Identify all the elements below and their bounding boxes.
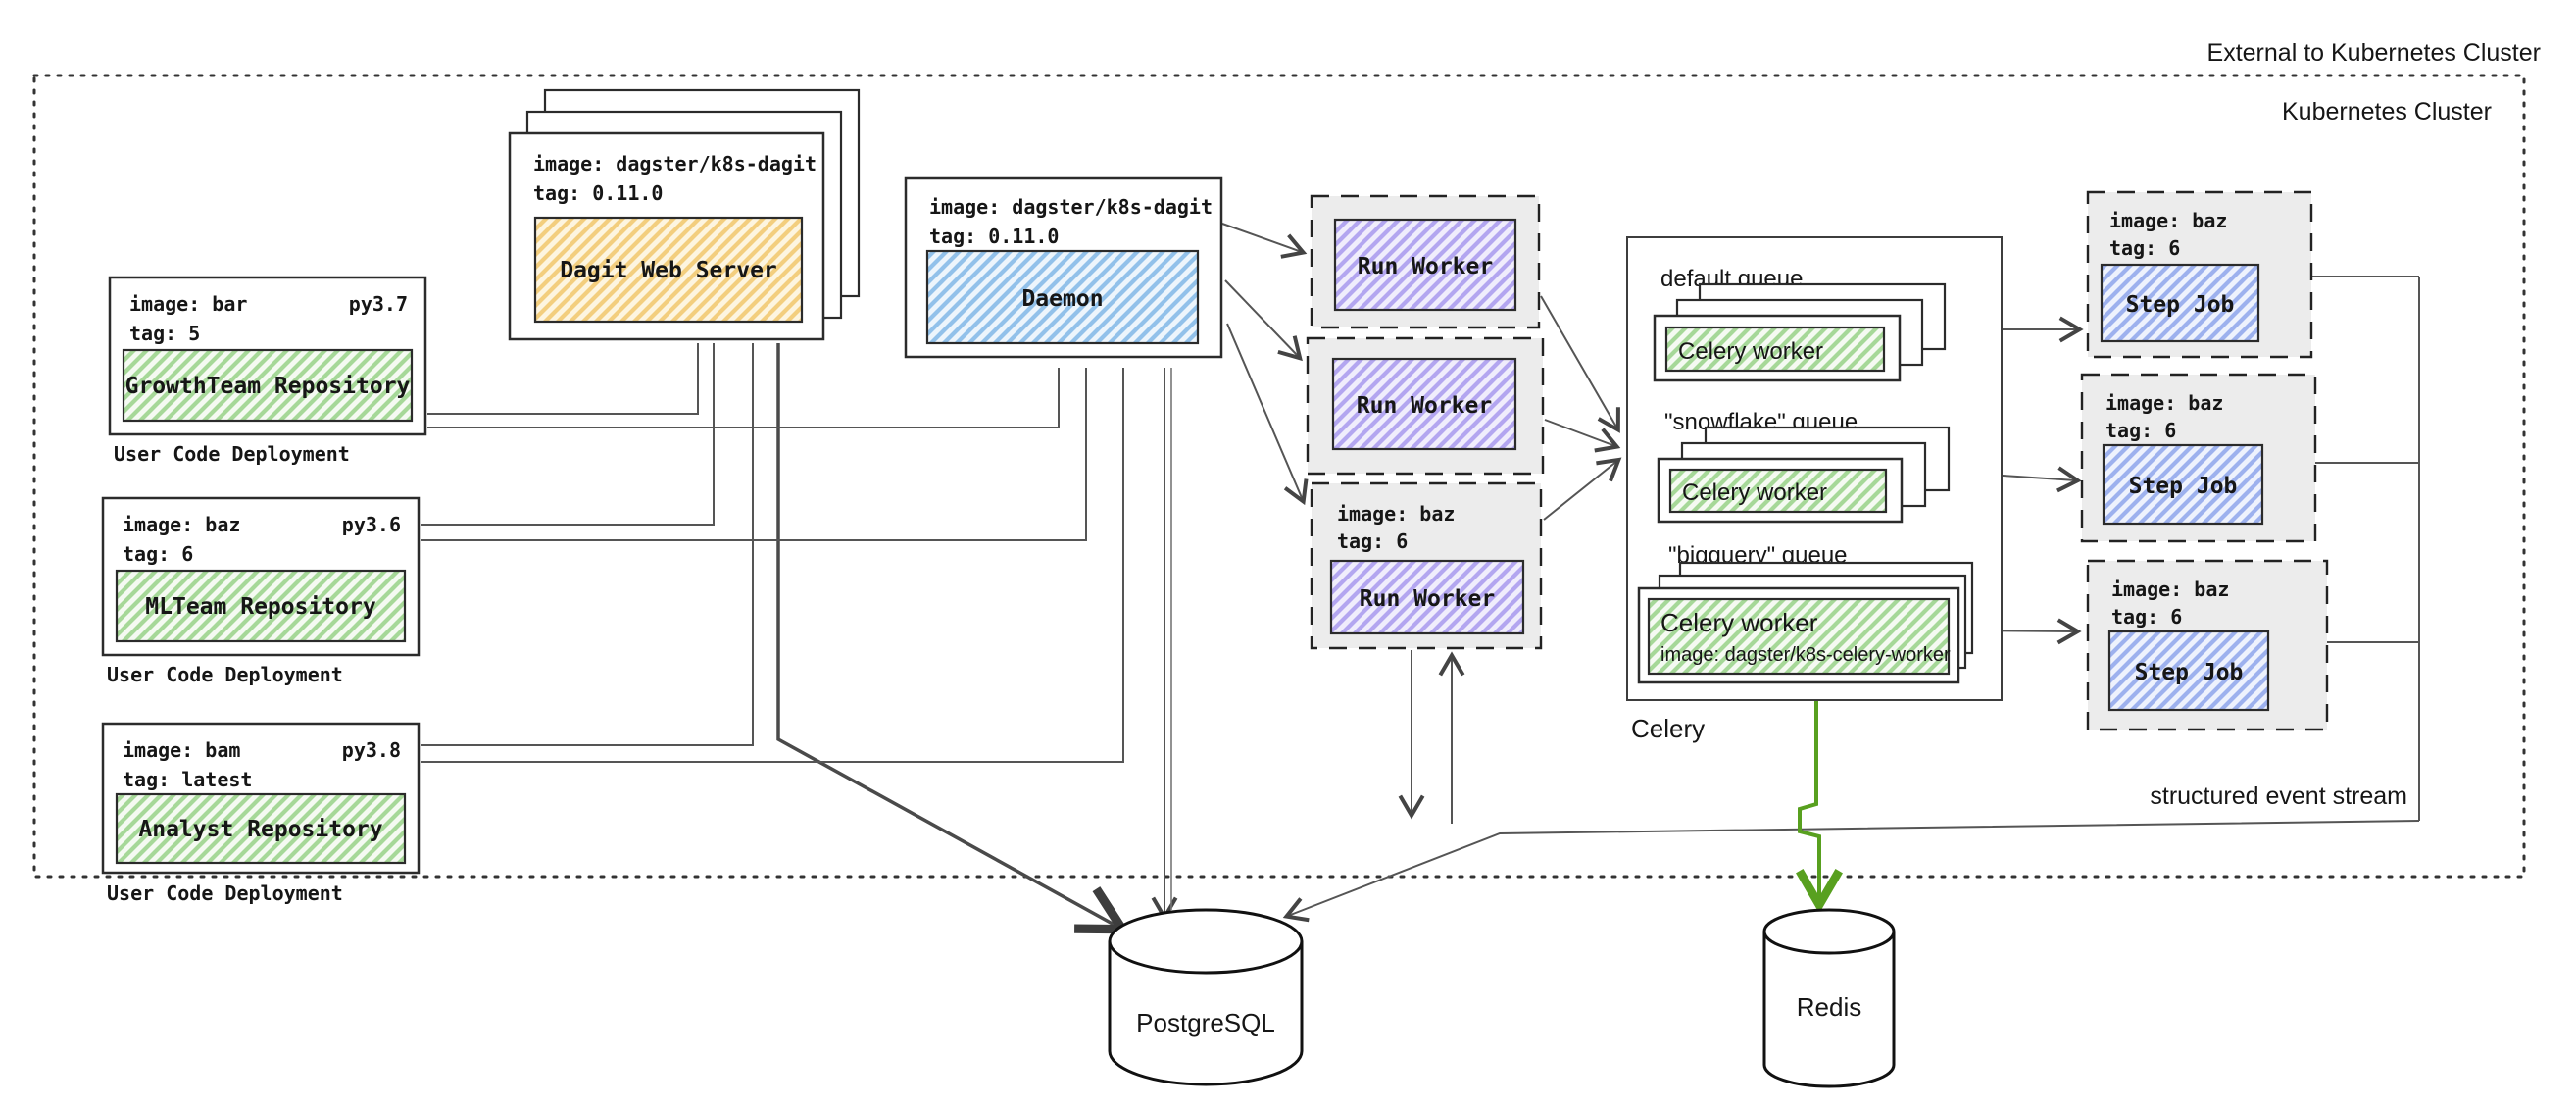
step-job-image: image: baz	[2111, 578, 2229, 601]
cylinder-body	[1762, 932, 1896, 1088]
celery-worker-box	[1664, 326, 1886, 373]
deployment-tag: tag: 6	[123, 542, 193, 566]
step-job-tag: tag: 6	[2109, 236, 2180, 260]
daemon-tag: tag: 0.11.0	[929, 225, 1059, 248]
arrow-daemon-runworker-2	[1224, 279, 1303, 362]
deployment-python: py3.7	[349, 292, 408, 316]
connector-event-stream-postgres	[1282, 820, 2420, 923]
dagit-image: image: dagster/k8s-dagit	[533, 152, 817, 176]
deployment-caption: User Code Deployment	[107, 881, 343, 905]
kubernetes-cluster-label: Kubernetes Cluster	[2282, 98, 2492, 126]
redis-cylinder: Redis	[1762, 908, 1896, 1088]
repository-name: GrowthTeam Repository	[125, 374, 411, 399]
deployment-image: image: bam	[123, 738, 240, 762]
connector-dagit-growthteam	[427, 343, 699, 415]
arrow-runworker3-celery	[1543, 457, 1622, 521]
step-job-box	[2102, 443, 2264, 526]
daemon-label: Daemon	[1021, 286, 1103, 312]
connector-dagit-mlteam	[421, 343, 715, 526]
event-stream-label: structured event stream	[2150, 782, 2407, 810]
step-job-tag: tag: 6	[2111, 605, 2182, 629]
repository-name: MLTeam Repository	[145, 594, 376, 620]
connectors	[421, 223, 2420, 934]
arrow-daemon-runworker-3	[1226, 323, 1309, 506]
step-job-box	[2100, 263, 2260, 343]
celery-worker-label: Celery worker	[1682, 479, 1827, 506]
postgres-cylinder: PostgreSQL	[1108, 908, 1304, 1086]
step-job-label: Step Job	[2135, 660, 2244, 685]
run-worker-image: image: baz	[1337, 502, 1455, 526]
deployment-caption: User Code Deployment	[114, 442, 350, 466]
dagit-label: Dagit Web Server	[560, 258, 777, 283]
redis-label: Redis	[1797, 992, 1861, 1022]
user-code-deployment-2: image: baz py3.6 tag: 6 MLTeam Repositor…	[101, 496, 421, 686]
celery-worker-stack-default: Celery worker	[1653, 282, 1947, 382]
run-worker-tag: tag: 6	[1337, 529, 1408, 553]
dagit-inner-box	[533, 216, 804, 324]
repository-box	[115, 792, 407, 865]
celery-worker-label: Celery worker	[1678, 338, 1823, 365]
arrow-daemon-runworker-1	[1221, 223, 1308, 259]
postgres-label: PostgreSQL	[1136, 1008, 1275, 1037]
deployment-caption: User Code Deployment	[107, 663, 343, 686]
connector-celery-redis	[1796, 700, 1843, 914]
repository-box	[122, 348, 414, 423]
deployment-image: image: bar	[129, 292, 247, 316]
daemon-inner-box	[925, 249, 1200, 345]
cylinder-body	[1108, 941, 1304, 1086]
cylinder-top	[1108, 908, 1304, 975]
run-worker-1: Run Worker	[1310, 194, 1541, 329]
user-code-deployment-1: image: bar py3.7 tag: 5 GrowthTeam Repos…	[108, 276, 427, 466]
dagit-web-server-stack: image: dagster/k8s-dagit tag: 0.11.0 Dag…	[508, 88, 861, 341]
connector-dagit-analyst	[421, 343, 754, 746]
deployment-python: py3.6	[342, 513, 401, 536]
daemon-image: image: dagster/k8s-dagit	[929, 195, 1213, 219]
repository-name: Analyst Repository	[138, 817, 382, 842]
run-worker-3: image: baz tag: 6 Run Worker	[1310, 481, 1543, 650]
step-job-2: image: baz tag: 6 Step Job	[2080, 373, 2317, 543]
step-job-label: Step Job	[2126, 292, 2235, 318]
step-job-image: image: baz	[2105, 391, 2223, 415]
run-worker-2: Run Worker	[1306, 336, 1545, 476]
deployment-image: image: baz	[123, 513, 240, 536]
arrow-runworker2-celery	[1544, 419, 1621, 453]
step-job-3: image: baz tag: 6 Step Job	[2086, 559, 2329, 731]
step-job-box	[2107, 630, 2270, 712]
connector-dagit-postgres	[776, 343, 1131, 934]
celery-worker-label: Celery worker	[1660, 608, 1818, 637]
celery-worker-box	[1647, 597, 1951, 676]
daemon-box: image: dagster/k8s-dagit tag: 0.11.0 Dae…	[904, 176, 1223, 359]
connector-daemon-analyst	[421, 368, 1124, 763]
step-job-label: Step Job	[2129, 474, 2238, 499]
arrow-runworker1-celery	[1540, 295, 1620, 433]
celery-worker-stack-snowflake: Celery worker	[1657, 426, 1951, 524]
celery-worker-box	[1668, 468, 1888, 514]
run-worker-label: Run Worker	[1358, 254, 1493, 279]
user-code-deployment-3: image: bam py3.8 tag: latest Analyst Rep…	[101, 722, 421, 905]
run-worker-label: Run Worker	[1357, 393, 1492, 419]
step-job-image: image: baz	[2109, 209, 2227, 232]
deployment-tag: tag: latest	[123, 768, 252, 791]
step-job-tag: tag: 6	[2105, 419, 2176, 442]
dagit-tag: tag: 0.11.0	[533, 181, 663, 205]
repository-box	[115, 569, 407, 643]
connector-daemon-mlteam	[421, 368, 1087, 541]
external-cluster-label: External to Kubernetes Cluster	[2207, 39, 2541, 67]
run-worker-box	[1331, 357, 1517, 451]
celery-label: Celery	[1631, 714, 1705, 743]
deployment-tag: tag: 5	[129, 322, 200, 345]
cylinder-top	[1762, 908, 1896, 955]
celery-worker-image: image: dagster/k8s-celery-worker	[1660, 644, 1951, 666]
step-job-1: image: baz tag: 6 Step Job	[2086, 190, 2313, 359]
deployment-python: py3.8	[342, 738, 401, 762]
run-worker-box	[1329, 559, 1525, 635]
celery-section: default queue Celery worker "snowflake" …	[1626, 236, 2003, 743]
run-worker-box	[1333, 218, 1517, 312]
run-worker-label: Run Worker	[1360, 586, 1495, 612]
connector-daemon-growthteam	[427, 368, 1060, 428]
celery-worker-stack-bigquery: Celery worker image: dagster/k8s-celery-…	[1637, 561, 1974, 684]
